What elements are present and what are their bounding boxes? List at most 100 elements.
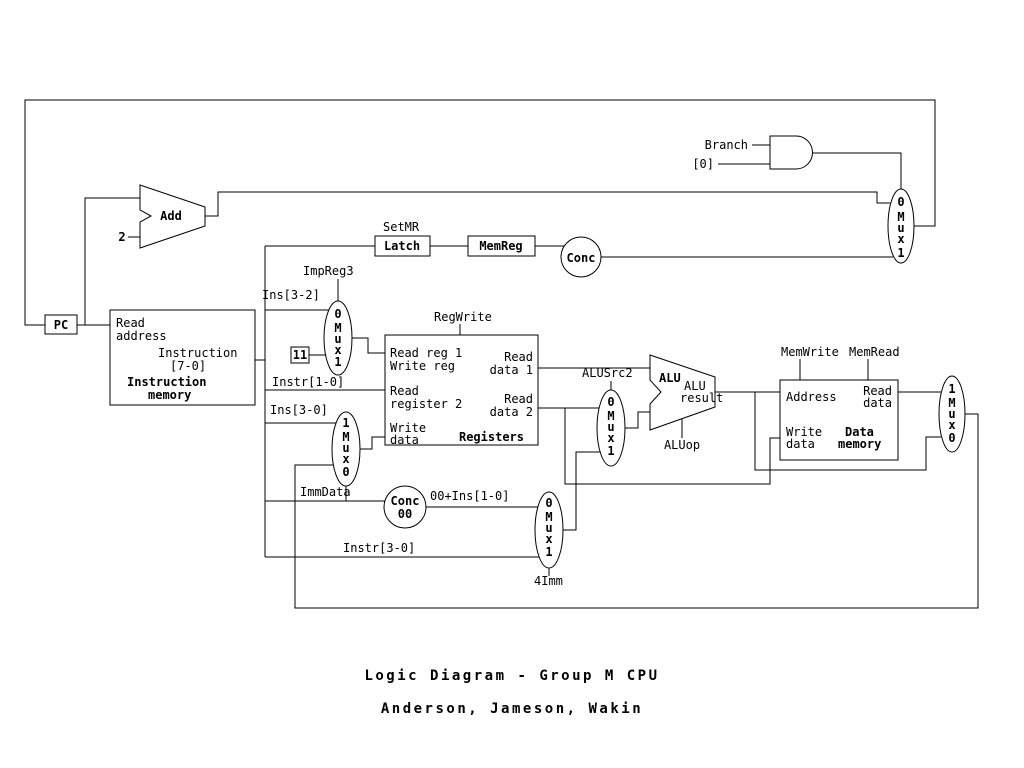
mux-letter-u: u — [334, 332, 341, 346]
mux-letter-x: x — [948, 418, 955, 432]
dmem-write-line1: Write — [786, 425, 822, 439]
mux-letter-u: u — [948, 407, 955, 421]
imem-name-line1: Instruction — [127, 375, 206, 389]
pc-box — [44, 314, 78, 335]
conc00-line2: 00 — [398, 507, 412, 521]
registers-read2-line2: register 2 — [390, 397, 462, 411]
diagram-credits: Anderson, Jameson, Wakin — [381, 701, 643, 717]
registers-rd1-line2: data 1 — [490, 363, 533, 377]
dmem-write-line2: data — [786, 437, 815, 451]
setmr-label: SetMR — [383, 220, 420, 234]
immediate-mux-top-label: 0 — [545, 496, 552, 510]
adder-label: Add — [160, 209, 182, 223]
alu-result-line2: result — [680, 391, 723, 405]
dmem-address-label: Address — [786, 390, 837, 404]
alu-src-mux — [596, 389, 626, 467]
mux-letter-u: u — [897, 221, 904, 235]
imem-name-line2: memory — [148, 388, 191, 402]
instr10-label: Instr[1-0] — [272, 375, 344, 389]
registers-rd1-line1: Read — [504, 350, 533, 364]
pc-src-mux-bottom-label: 1 — [897, 246, 904, 260]
registers-name-label: Registers — [459, 430, 524, 444]
alu-result-line1: ALU — [684, 379, 706, 393]
wire-writedata-mux-to-registers — [360, 436, 385, 450]
mux-letter-x: x — [334, 343, 341, 357]
label-group: PC Add 2 Read address Instruction [7-0] … — [54, 138, 956, 717]
dmem-read-line2: data — [863, 396, 892, 410]
wire-group — [24, 99, 979, 609]
dmem-name-line1: Data — [845, 425, 874, 439]
imem-address-label: address — [116, 329, 167, 343]
memreg-box — [467, 235, 536, 257]
wire-pcmux-to-pc-loop — [24, 99, 936, 326]
write-data-mux-bottom-label: 0 — [342, 465, 349, 479]
adder-shape — [139, 184, 206, 249]
alusrc2-label: ALUSrc2 — [582, 366, 633, 380]
conc-circle — [560, 236, 602, 278]
ins32-label: Ins[3-2] — [262, 288, 320, 302]
wire-alu-to-writeback-mux — [754, 392, 941, 471]
latch-label: Latch — [384, 239, 420, 253]
mux-letter-m: M — [342, 430, 349, 444]
mux-letter-x: x — [607, 431, 614, 445]
branch-label: Branch — [705, 138, 748, 152]
conc-label: Conc — [567, 251, 596, 265]
mux-letter-x: x — [545, 532, 552, 546]
data-memory-box — [779, 379, 899, 461]
wire-readdata2-to-dmem-writedata — [564, 408, 780, 485]
reg-spec-mux-bottom-label: 1 — [334, 355, 341, 369]
registers-box — [384, 334, 539, 446]
dmem-name-line2: memory — [838, 437, 881, 451]
alu-src-mux-bottom-label: 1 — [607, 444, 614, 458]
registers-rd2-line2: data 2 — [490, 405, 533, 419]
regwrite-label: RegWrite — [434, 310, 492, 324]
memreg-label: MemReg — [479, 239, 522, 253]
impreg3-label: ImpReg3 — [303, 264, 354, 278]
conc00-circle — [383, 485, 427, 529]
shape-group — [44, 135, 966, 569]
write-data-mux — [331, 411, 361, 487]
registers-read2-line1: Read — [390, 384, 419, 398]
registers-writereg-label: Write reg — [390, 359, 455, 373]
conc00-line1: Conc — [391, 494, 420, 508]
wire-imm-mux-to-alusrc-mux — [563, 451, 600, 531]
diagram-title: Logic Diagram - Group M CPU — [364, 668, 659, 684]
ins30-label: Ins[3-0] — [270, 403, 328, 417]
aluop-label: ALUop — [664, 438, 700, 452]
instr30-label: Instr[3-0] — [343, 541, 415, 555]
mux-letter-x: x — [342, 452, 349, 466]
memread-label: MemRead — [849, 345, 900, 359]
4imm-label: 4Imm — [534, 574, 563, 588]
mux-letter-m: M — [334, 321, 341, 335]
pc-src-mux-top-label: 0 — [897, 195, 904, 209]
wire-add-to-pcmux — [205, 191, 890, 217]
latch-box — [374, 235, 431, 257]
mux-letter-u: u — [607, 420, 614, 434]
const11-label: 11 — [293, 348, 307, 362]
pc-src-mux — [887, 188, 915, 264]
mux-letter-m: M — [948, 396, 955, 410]
mux-letter-u: u — [545, 521, 552, 535]
write-back-mux — [938, 375, 966, 453]
wire-writeback-loop — [294, 413, 979, 609]
wire-pc-to-add — [84, 197, 140, 325]
bit0-label: [0] — [692, 157, 714, 171]
conc00-output-label: 00+Ins[1-0] — [430, 489, 509, 503]
imem-bits-label: [7-0] — [170, 359, 206, 373]
reg-spec-mux — [323, 300, 353, 376]
write-back-mux-top-label: 1 — [948, 382, 955, 396]
const-11-box — [290, 346, 310, 364]
wire-regspec-mux-to-registers — [352, 337, 385, 354]
imem-instruction-out-label: Instruction — [158, 346, 237, 360]
wire-alusrc-mux-to-alu — [625, 411, 650, 429]
alu-name-label: ALU — [659, 371, 681, 385]
mux-letter-m: M — [897, 210, 904, 224]
instruction-memory-box — [109, 309, 256, 406]
and-gate — [769, 135, 813, 170]
mux-letter-u: u — [342, 441, 349, 455]
registers-write-line2: data — [390, 433, 419, 447]
write-data-mux-top-label: 1 — [342, 416, 349, 430]
alu-shape — [649, 354, 716, 431]
mux-letter-x: x — [897, 232, 904, 246]
write-back-mux-bottom-label: 0 — [948, 431, 955, 445]
